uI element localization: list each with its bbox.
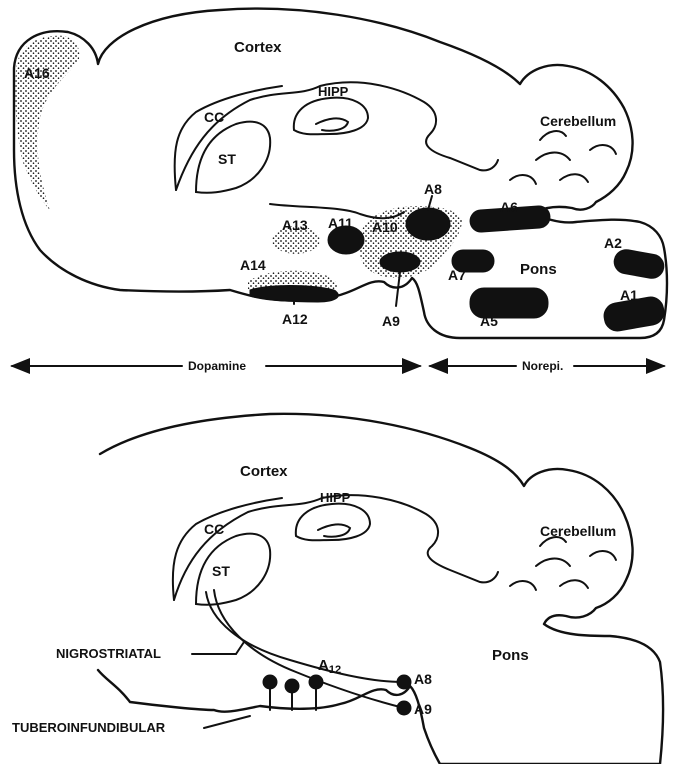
top-hipp-label: HIPP [318, 84, 349, 99]
nigrostriatal-leader-tick [236, 642, 244, 654]
bottom-brain-outline [98, 414, 663, 764]
a8-label: A8 [424, 181, 442, 197]
a7-label: A7 [448, 267, 466, 283]
nigrostriatal-pathway-upper [206, 592, 402, 682]
bottom-a8-label: A8 [414, 671, 432, 687]
bottom-pons-label: Pons [492, 647, 529, 664]
bottom-a9-label: A9 [414, 701, 432, 717]
a14-label: A14 [240, 257, 266, 273]
nigrostriatal-label: NIGROSTRIATAL [56, 646, 161, 661]
top-cerebellum-label: Cerebellum [540, 113, 616, 129]
bottom-hipp-outline [296, 504, 370, 541]
top-cortex-label: Cortex [234, 39, 282, 56]
norepi-label: Norepi. [522, 359, 563, 373]
top-hipp-outline [294, 98, 368, 135]
bottom-panel: Cortex CC HIPP ST Cerebellum Pons A8 A9 … [12, 414, 663, 764]
a12-subscript: 12 [329, 664, 341, 676]
a16-stipple [15, 36, 79, 210]
a12-cell-2 [285, 679, 299, 693]
top-cc-label: CC [204, 109, 224, 125]
dopamine-label: Dopamine [188, 359, 246, 373]
top-cc-region [175, 86, 282, 190]
bottom-hipp-label: HIPP [320, 490, 351, 505]
bottom-cc-region [173, 498, 282, 600]
a12-label: A12 [282, 311, 308, 327]
a13-label: A13 [282, 217, 308, 233]
a12-cell-3 [309, 675, 323, 689]
a11-label: A11 [328, 215, 353, 231]
a9-solid [380, 252, 420, 272]
tuberoinfundibular-label: TUBEROINFUNDIBULAR [12, 720, 166, 735]
a16-label: A16 [24, 65, 50, 81]
a1-label: A1 [620, 287, 638, 303]
bottom-a12-label: A12 [318, 657, 341, 676]
top-hipp-inner [316, 118, 348, 130]
a2-solid [612, 248, 665, 280]
a9-cell [397, 701, 411, 715]
a12-base: A [318, 657, 329, 674]
a9-label: A9 [382, 313, 400, 329]
a6-label: A6 [500, 199, 518, 215]
tubero-leader [204, 716, 250, 728]
a10-label: A10 [372, 219, 398, 235]
bottom-cerebellum-label: Cerebellum [540, 523, 616, 539]
top-cerebellum-folds [510, 131, 616, 184]
bottom-cerebellum-folds [510, 537, 616, 590]
a12-cell-1 [263, 675, 277, 689]
bottom-hipp-inner [318, 524, 350, 536]
a8-solid [406, 208, 450, 240]
a2-label: A2 [604, 235, 622, 251]
bottom-cc-label: CC [204, 521, 224, 537]
top-pons-label: Pons [520, 261, 557, 278]
top-panel: Cortex CC HIPP ST Cerebellum Pons A16 A1… [12, 9, 667, 373]
a8-cell [397, 675, 411, 689]
top-brain-outline [14, 9, 667, 338]
bottom-st-label: ST [212, 563, 230, 579]
a5-label: A5 [480, 313, 498, 329]
top-st-label: ST [218, 151, 236, 167]
bottom-cortex-label: Cortex [240, 463, 288, 480]
